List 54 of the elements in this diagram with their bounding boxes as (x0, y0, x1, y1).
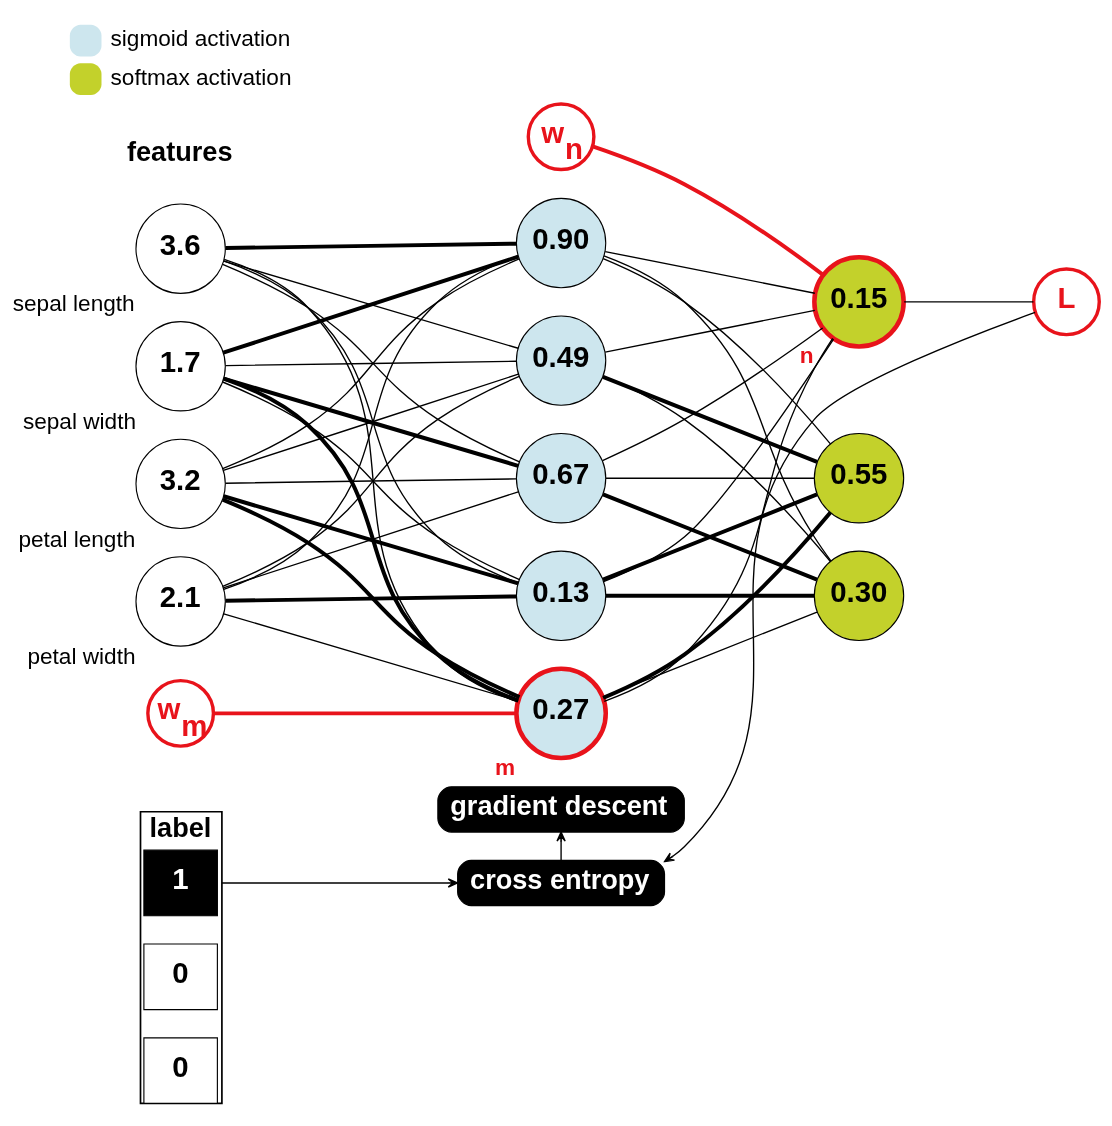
connector (602, 511, 832, 700)
node-box: 0 (143, 1037, 218, 1104)
connector (601, 327, 824, 462)
connector (603, 255, 832, 562)
node-label: sepal width (22, 409, 137, 435)
node-box: cross entropy (457, 859, 666, 907)
connector (602, 375, 832, 563)
node-circle: 0.49 (515, 315, 607, 406)
connector (213, 711, 517, 716)
connector (221, 497, 521, 699)
connector (602, 338, 835, 583)
node-label: petal width (27, 644, 136, 670)
node-circle: 0.30 (813, 550, 905, 641)
connector (603, 337, 834, 702)
connector (602, 375, 818, 464)
node-circle: 1.7 (135, 321, 226, 412)
node-circle: 0.67 (515, 432, 607, 524)
connector (602, 611, 818, 698)
node-circle: 0.13 (515, 550, 607, 641)
node-circle: 0.15 (812, 254, 906, 349)
connector (223, 258, 519, 703)
legend-label: sigmoid activation (110, 26, 291, 52)
arrow (221, 878, 458, 888)
label: features (126, 135, 233, 167)
connector (224, 360, 517, 367)
node-label: sepal length (12, 291, 135, 317)
connector (592, 144, 825, 277)
legend-label: softmax activation (110, 64, 292, 90)
connector (223, 376, 520, 703)
node-label: n (799, 343, 814, 369)
node-label: m (494, 754, 516, 780)
node-circle: 3.2 (135, 438, 226, 530)
connector (605, 477, 815, 479)
connector (605, 593, 815, 598)
connector (604, 250, 816, 294)
node-circle: 0.90 (515, 197, 607, 289)
connector (225, 241, 517, 250)
connector (225, 594, 517, 603)
node-label: petal length (18, 526, 136, 552)
connector (224, 478, 517, 484)
connector (903, 301, 1035, 303)
arrow (664, 311, 1036, 863)
connector (604, 309, 816, 353)
node-box: gradient descent (437, 786, 685, 833)
arrow (556, 831, 566, 861)
node-circle: 0.55 (813, 432, 905, 524)
node-box: 1 (143, 849, 218, 917)
connector (602, 257, 832, 445)
node-circle: 2.1 (135, 556, 226, 647)
connector (602, 492, 818, 582)
node-circle: 3.6 (135, 203, 226, 294)
node-circle: 0.27 (514, 666, 608, 761)
node-circle: L (1032, 267, 1101, 337)
node-box: 0 (143, 943, 218, 1011)
